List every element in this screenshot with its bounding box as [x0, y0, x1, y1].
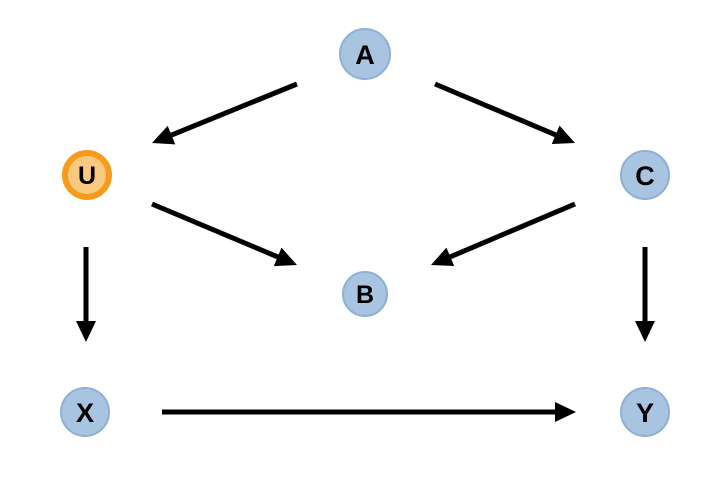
node-label-y: Y	[636, 398, 654, 428]
node-x[interactable]: X	[60, 387, 110, 437]
arrowhead-icon	[555, 402, 576, 422]
arrowhead-icon	[431, 247, 455, 267]
edge-c-to-y	[635, 247, 655, 342]
arrowhead-icon	[635, 321, 655, 342]
edge-shaft	[434, 81, 560, 139]
nodes-layer: A U C B X Y	[60, 28, 670, 437]
arrowhead-icon	[152, 125, 176, 145]
arrowhead-icon	[551, 125, 575, 145]
node-label-c: C	[635, 161, 655, 191]
edge-a-to-u	[152, 81, 298, 145]
edge-a-to-c	[434, 81, 575, 145]
edge-u-to-b	[151, 201, 297, 267]
node-y[interactable]: Y	[620, 387, 670, 437]
edge-c-to-b	[431, 201, 576, 267]
arrowhead-icon	[76, 321, 96, 342]
edge-shaft	[446, 201, 576, 261]
edge-shaft	[167, 81, 298, 139]
edge-shaft	[151, 201, 282, 261]
node-a[interactable]: A	[339, 28, 391, 80]
node-circle-b[interactable]	[342, 271, 388, 317]
edge-u-to-x	[76, 247, 96, 342]
edges-layer	[76, 81, 655, 422]
arrowhead-icon	[273, 247, 297, 267]
node-u[interactable]: U	[62, 150, 112, 200]
node-circle-y[interactable]	[620, 387, 670, 437]
node-circle-c[interactable]	[620, 150, 670, 200]
node-b[interactable]: B	[342, 271, 388, 317]
node-c[interactable]: C	[620, 150, 670, 200]
node-circle-a[interactable]	[339, 28, 391, 80]
node-circle-u[interactable]	[62, 150, 112, 200]
node-label-b: B	[356, 281, 374, 309]
node-label-u: U	[78, 162, 96, 190]
edge-x-to-y	[162, 402, 576, 422]
node-label-a: A	[355, 40, 375, 70]
node-label-x: X	[76, 398, 94, 428]
node-circle-x[interactable]	[60, 387, 110, 437]
